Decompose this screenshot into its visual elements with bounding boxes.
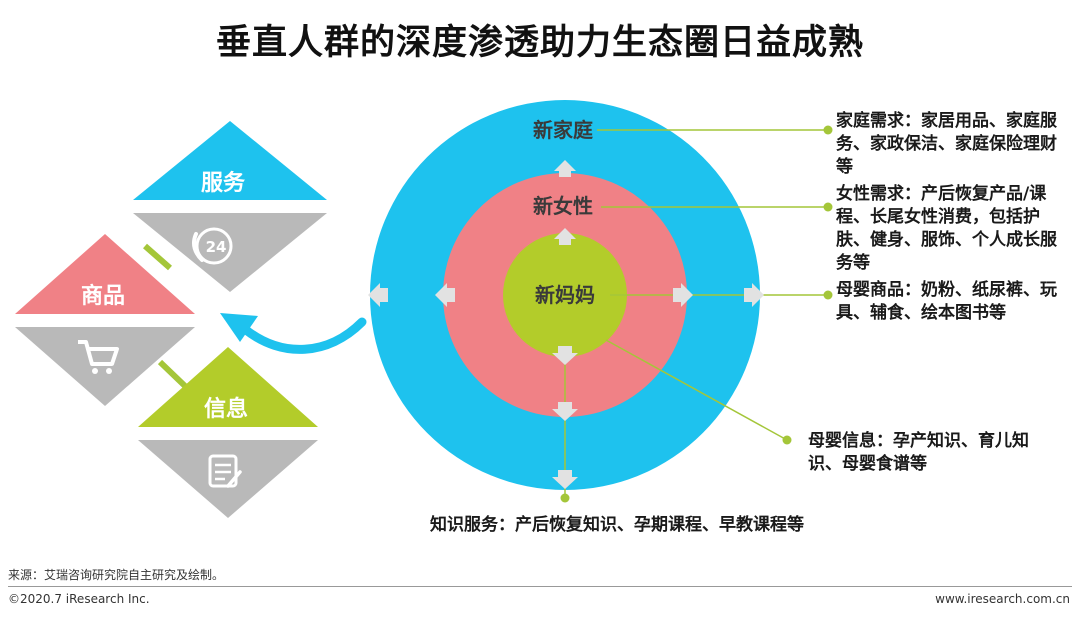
arrow-right-outer — [744, 283, 764, 307]
footer-divider — [8, 586, 1072, 587]
info-gray-triangle — [138, 440, 318, 518]
arrow-down-outer — [552, 470, 578, 489]
inner-circle — [503, 233, 627, 357]
goods-label: 商品 — [81, 283, 125, 309]
service-triangle — [133, 121, 327, 200]
service-label: 服务 — [201, 171, 246, 196]
note-knowledge-service: 知识服务：产后恢复知识、孕期课程、早教课程等 — [430, 515, 804, 535]
arrow-right-inner — [673, 283, 693, 307]
document-edit-icon — [208, 454, 242, 488]
concentric-circles — [370, 100, 760, 490]
note-baby-info: 母婴信息：孕产知识、育儿知识、母婴食谱等 — [808, 431, 1029, 474]
arrow-down-inner — [552, 346, 578, 365]
arrow-up-middle — [554, 228, 576, 245]
stack-connector-bottom — [157, 359, 188, 389]
website-text: www.iresearch.com.cn — [935, 592, 1070, 606]
arrow-left-outer — [368, 283, 388, 307]
note-female-needs: 女性需求：产后恢复产品/课程、长尾女性消费，包括护肤、健身、服饰、个人成长服务等 — [836, 184, 1057, 273]
copyright-text: ©2020.7 iResearch Inc. — [8, 592, 150, 606]
left-stack: 服务 24 商品 信息 — [15, 121, 327, 518]
shopping-cart-icon — [78, 340, 119, 374]
ring-label-female: 新女性 — [533, 194, 593, 218]
goods-gray-triangle — [15, 327, 195, 406]
note-family-needs: 家庭需求：家居用品、家庭服务、家政保洁、家庭保险理财等 — [836, 111, 1057, 177]
goods-triangle — [15, 234, 195, 314]
info-label: 信息 — [204, 396, 248, 422]
ring-label-family: 新家庭 — [533, 118, 593, 142]
stack-connector-top — [143, 243, 172, 271]
info-triangle — [138, 347, 318, 427]
note-baby-goods: 母婴商品：奶粉、纸尿裤、玩具、辅食、绘本图书等 — [836, 280, 1057, 323]
service-icon-text: 24 — [206, 238, 227, 256]
page-title: 垂直人群的深度渗透助力生态圈日益成熟 — [215, 23, 864, 63]
arrow-up-outer — [554, 160, 576, 177]
arrow-left-middle — [435, 283, 455, 307]
source-note: 来源：艾瑞咨询研究院自主研究及绘制。 — [8, 568, 225, 582]
phone-24-icon: 24 — [192, 227, 233, 265]
ring-label-mother: 新妈妈 — [535, 283, 595, 307]
direction-arrows — [368, 160, 764, 489]
arrow-down-middle — [552, 402, 578, 421]
curved-arrow-icon — [220, 313, 367, 354]
